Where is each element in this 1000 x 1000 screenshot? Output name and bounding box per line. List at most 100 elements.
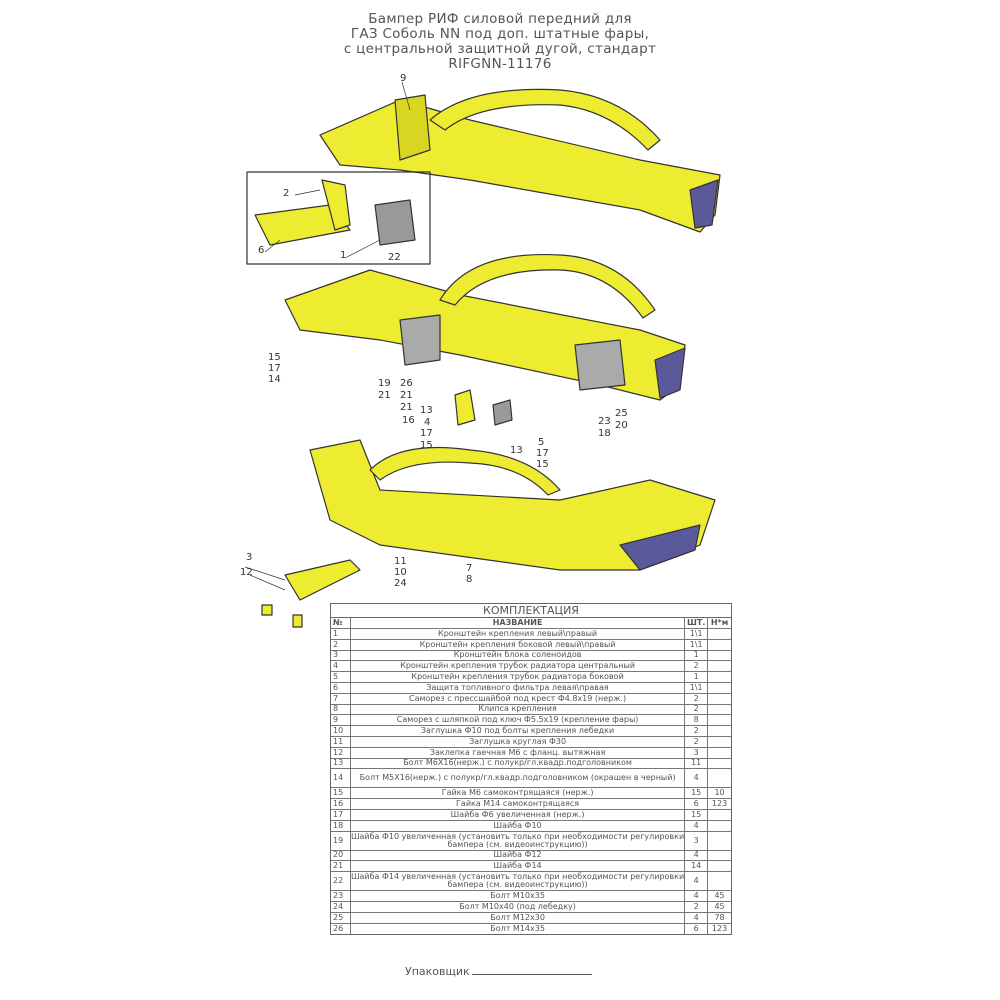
- row-num: 22: [331, 872, 351, 891]
- row-torque: [708, 629, 731, 639]
- row-num: 13: [331, 758, 351, 769]
- row-name: Саморез с шляпкой под ключ Ф5.5x19 (креп…: [351, 715, 686, 726]
- row-num: 18: [331, 820, 351, 831]
- row-num: 6: [331, 682, 351, 693]
- callout-number: 11: [394, 556, 407, 567]
- row-name: Саморез с прессшайбой под крест Ф4.8x19 …: [351, 693, 686, 704]
- row-qty: 1\1: [685, 682, 709, 693]
- row-name: Болт М14x35: [351, 923, 686, 935]
- callout-number: 21: [400, 402, 413, 413]
- row-name: Шайба Ф14: [351, 861, 686, 872]
- row-qty: 2: [685, 901, 709, 912]
- callout-number: 17: [536, 448, 549, 459]
- row-name: Гайка М6 самоконтрящаяся (нерж.): [351, 788, 686, 799]
- callout-number: 13: [420, 405, 433, 416]
- row-torque: 45: [714, 891, 725, 901]
- callout-number: 26: [400, 378, 413, 389]
- callout-number: 10: [394, 567, 407, 578]
- row-name: Кронштейн крепления трубок радиатора цен…: [351, 661, 686, 672]
- row-name: Кронштейн крепления трубок радиатора бок…: [351, 672, 686, 682]
- callout-number: 9: [400, 73, 407, 84]
- callout-number: 7: [466, 563, 473, 574]
- callout-number: 19: [378, 378, 391, 389]
- row-name: Кронштейн крепления боковой левый\правый: [351, 639, 686, 650]
- callout-number: 2: [283, 188, 290, 199]
- title-line: Бампер РИФ силовой передний для: [368, 11, 632, 27]
- row-torque: 10: [714, 788, 725, 798]
- row-torque: [708, 672, 731, 682]
- row-torque: 45: [714, 901, 725, 911]
- row-name: Заглушка Ф10 под болты крепления лебедки: [351, 726, 686, 736]
- row-num: 12: [331, 747, 351, 758]
- callout-number: 23: [598, 416, 611, 427]
- row-num: 9: [331, 715, 351, 726]
- row-name: Защита топливного фильтра левая\правая: [351, 682, 686, 693]
- callout-number: 17: [420, 428, 433, 439]
- row-qty: 3: [685, 831, 709, 850]
- row-name: Болт М10x35: [351, 891, 686, 901]
- row-qty: 4: [685, 820, 709, 831]
- callout-number: 24: [394, 578, 407, 589]
- row-torque: [708, 810, 731, 820]
- row-qty: 1: [685, 672, 709, 682]
- row-name: Шайба Ф6 увеличенная (нерж.): [351, 809, 686, 820]
- row-torque: [708, 759, 731, 769]
- row-qty: 2: [685, 736, 709, 747]
- callout-number: 25: [615, 408, 628, 419]
- row-torque: [708, 683, 731, 693]
- packer-label: Упаковщик: [405, 965, 470, 978]
- row-name: Гайка М14 самоконтрящаяся: [351, 799, 686, 809]
- row-torque: [708, 748, 731, 758]
- detail-part-1: [374, 199, 416, 246]
- row-torque: 123: [711, 923, 728, 933]
- row-qty: 4: [685, 891, 709, 901]
- bumper-view-middle: [284, 253, 686, 426]
- row-name: Болт М10x40 (под лебедку): [351, 901, 686, 912]
- detail-part-6: [254, 204, 351, 246]
- detail-part-2: [321, 179, 351, 231]
- callout-number: 5: [538, 437, 545, 448]
- packer-signature: Упаковщик: [405, 965, 592, 978]
- row-name: Заклепка гаечная М6 с фланц. вытяжная: [351, 747, 686, 758]
- row-name: Кронштейн блока соленоидов: [351, 650, 686, 661]
- row-qty: 2: [685, 704, 709, 715]
- row-torque: [708, 769, 731, 787]
- row-num: 5: [331, 672, 351, 682]
- row-name: Шайба Ф10: [351, 820, 686, 831]
- row-qty: 15: [685, 788, 709, 799]
- callout-number: 15: [536, 459, 549, 470]
- row-num: 4: [331, 661, 351, 672]
- row-name: Клипса крепления: [351, 704, 686, 715]
- row-num: 2: [331, 639, 351, 650]
- table-header: № НАЗВАНИЕ ШТ. Н*м: [331, 618, 731, 629]
- callout-number: 12: [240, 567, 253, 578]
- header-torque: Н*м: [710, 618, 729, 627]
- callout-number: 3: [246, 552, 253, 563]
- row-name: Шайба Ф14 увеличенная (установить только…: [350, 872, 686, 891]
- callout-number: 4: [424, 417, 431, 428]
- callout-number: 16: [402, 415, 415, 426]
- row-qty: 6: [685, 799, 709, 809]
- row-num: 21: [331, 861, 351, 872]
- row-qty: 4: [685, 912, 709, 923]
- row-qty: 15: [685, 809, 709, 820]
- callout-number: 22: [388, 252, 401, 263]
- callout-number: 15: [420, 440, 433, 451]
- row-qty: 1: [685, 650, 709, 661]
- row-num: 16: [331, 799, 351, 809]
- row-num: 7: [331, 693, 351, 704]
